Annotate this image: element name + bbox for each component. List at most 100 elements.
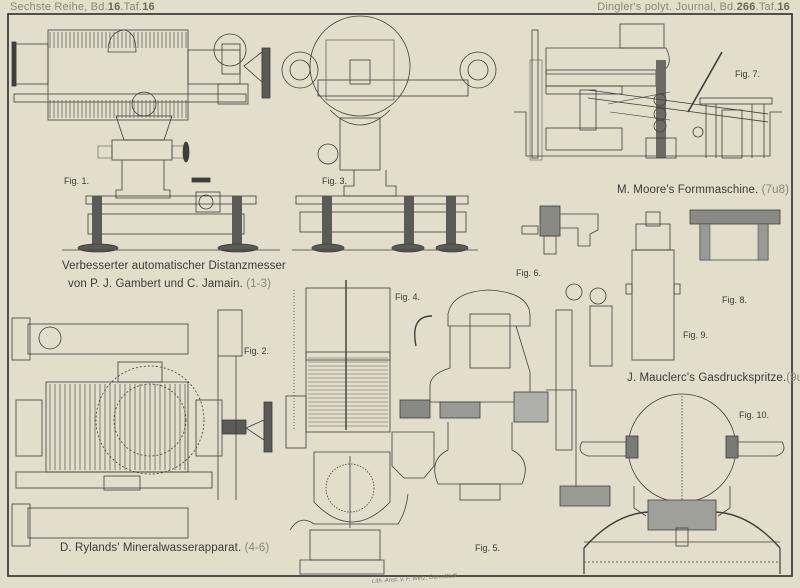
fig5-outlet (459, 483, 501, 501)
fig2-bracket-top (117, 361, 163, 383)
fig6-lever (555, 283, 613, 507)
fig2-disc-outline (95, 365, 205, 475)
fig9-cylinder-a (631, 249, 675, 361)
fig5-dome (447, 289, 531, 327)
fig3-left-ring (281, 51, 319, 89)
fig6-column-left (555, 309, 573, 451)
fig7-plate-k (545, 85, 623, 95)
fig3-drawing (281, 15, 497, 253)
fig5-valve-left (399, 399, 431, 419)
fig3-core (349, 59, 371, 85)
caption-rylands-title: D. Rylands' Mineralwasserapparat. (60, 542, 242, 554)
caption-distanzmesser-line1: Verbesserter automatischer Distanzmesser (62, 260, 286, 272)
fig7-legs-I (705, 104, 765, 158)
fig10-valve-block-g (647, 499, 717, 531)
fig6-stem (543, 235, 557, 255)
fig9-lug-right (673, 283, 681, 295)
fig3-base-column (343, 170, 397, 197)
caption-rylands: D. Rylands' Mineralwasserapparat. (4-6) (60, 542, 269, 554)
caption-mauclerc-title: J. Mauclerc's Gasdruckspritze. (627, 372, 787, 384)
fig3-column (339, 117, 381, 171)
fig7-pedestal (645, 137, 677, 159)
fig10-socket-left (625, 435, 639, 459)
fig6-column-right (589, 305, 613, 367)
fig6-pivot-1 (565, 283, 583, 301)
fig2-tube-b (27, 323, 189, 355)
fig6-inlet (521, 225, 539, 235)
fig1-eyepiece-tube (187, 49, 241, 85)
fig3-housing (325, 39, 395, 101)
fig4-valve-box (285, 395, 307, 449)
fig1-handle (191, 177, 211, 183)
fig4-stand (309, 529, 381, 561)
fig10-stem-h (675, 527, 689, 547)
fig3-screw-mid (404, 196, 414, 244)
caption-distanzmesser-authors: von P. J. Gambert und C. Jamain. (68, 278, 243, 290)
fig4-label: Fig. 4. (395, 292, 421, 302)
fig6-arm (560, 213, 599, 247)
fig2-drive-top (217, 309, 243, 357)
fig3-yoke (329, 109, 391, 126)
fig2-disc-inner (113, 383, 187, 457)
fig1-base (87, 213, 245, 235)
fig10-handle-left (579, 441, 627, 457)
fig3-drum (309, 15, 411, 117)
fig2-side-block-left (15, 399, 43, 457)
fig9-label: Fig. 9. (683, 330, 709, 340)
fig10-tank-walls (583, 548, 781, 574)
fig7-table (699, 97, 773, 105)
fig8-side-right (757, 223, 769, 261)
fig1-bracket (221, 43, 241, 75)
fig1-leveling-screw-right (232, 196, 242, 244)
fig7-hopper (619, 23, 665, 49)
caption-moore-figs: (7u8) (761, 184, 790, 196)
fig1-objective (15, 43, 49, 85)
fig1-knob (182, 141, 190, 163)
fig5-drawing (399, 289, 577, 501)
header-right-volume: 266 (736, 1, 756, 13)
fig2-drum-hatching (49, 384, 186, 470)
fig5-lower (434, 422, 526, 485)
fig7-drawing (514, 23, 782, 161)
fig5-block (513, 391, 549, 423)
caption-distanzmesser-figs: (1-3) (246, 278, 272, 290)
fig7-flask-P (545, 127, 623, 151)
caption-moore-title: M. Moore's Formmaschine. (617, 184, 759, 196)
fig3-left-lens (289, 59, 311, 81)
fig1-clamp-ring (198, 194, 214, 210)
fig8-side-left (699, 223, 711, 261)
fig2-eyepiece-cone (245, 419, 265, 441)
fig2-spool (221, 419, 247, 435)
fig7-roller-E (692, 126, 704, 138)
fig7-column-B (531, 29, 539, 159)
fig3-right-lens (467, 59, 489, 81)
header-journal: Dingler's polyt. Journal, Bd.266.Taf.16 (597, 1, 790, 13)
fig2-tube-a-end (11, 503, 31, 547)
fig3-base (299, 211, 467, 233)
fig5-label: Fig. 5. (475, 543, 501, 553)
header-right-prefix: Dingler's polyt. Journal, Bd. (597, 1, 737, 13)
fig3-foot-left (311, 243, 345, 253)
fig6-valve-body (539, 205, 561, 237)
fig5-inlet-pipe (414, 315, 433, 347)
fig4-pipe-B (289, 493, 409, 531)
fig4-funnel-A (391, 431, 435, 479)
fig5-pipe-right (546, 389, 577, 500)
fig3-label: Fig. 3. (322, 176, 348, 186)
fig3-foot-mid (391, 243, 425, 253)
header-left-plate: 16 (142, 1, 155, 13)
header-right-plate: 16 (777, 1, 790, 13)
fig7-label: Fig. 7. (735, 69, 761, 79)
fig1-pivot (131, 91, 157, 117)
fig2-slide (103, 475, 141, 491)
fig4-gasometer-H (305, 287, 391, 361)
fig10-drawing (579, 393, 785, 574)
fig2-tube-b-ring (38, 326, 62, 350)
fig8-label: Fig. 8. (722, 295, 748, 305)
caption-rylands-figs: (4-6) (244, 542, 270, 554)
fig5-body (429, 325, 531, 403)
fig2-rail-u (15, 471, 213, 489)
fig9-top (645, 211, 661, 227)
